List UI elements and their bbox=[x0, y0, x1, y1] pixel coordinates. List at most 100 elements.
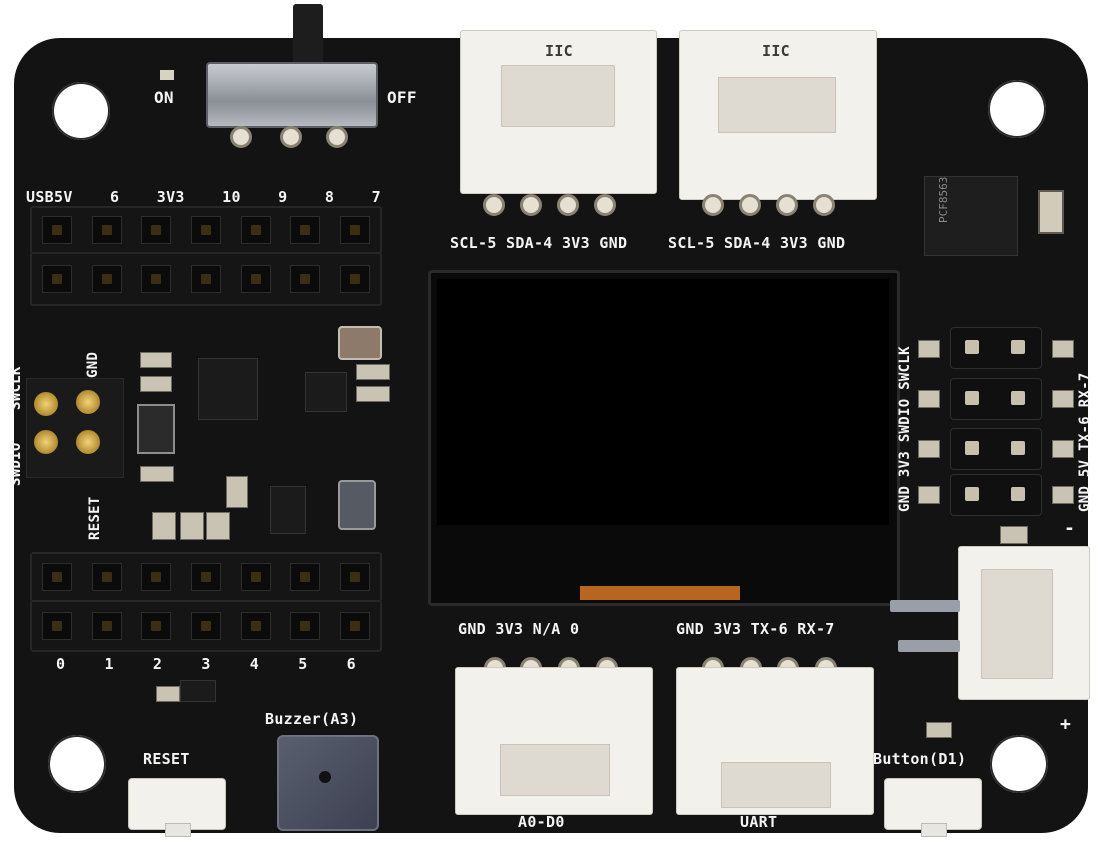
header-label-3v3: 3V3 bbox=[156, 188, 185, 206]
jumper-pin bbox=[1011, 340, 1025, 354]
jumper-pin bbox=[965, 487, 979, 501]
power-switch-lever[interactable] bbox=[293, 4, 323, 66]
jumper-labels-col2: GND 5V TX-6 RX-7 bbox=[1077, 372, 1093, 512]
header-pin[interactable] bbox=[91, 563, 122, 591]
header-pin[interactable] bbox=[190, 563, 221, 591]
header-pin[interactable] bbox=[41, 265, 72, 293]
header-pin[interactable] bbox=[91, 612, 122, 640]
smd-component bbox=[152, 512, 176, 540]
header-pin[interactable] bbox=[141, 563, 172, 591]
sensor-chip bbox=[305, 372, 347, 412]
pogo-pin bbox=[34, 430, 58, 454]
header-pin[interactable] bbox=[240, 265, 271, 293]
jumper-pin bbox=[1011, 441, 1025, 455]
jumper-5v-3v3[interactable] bbox=[950, 428, 1042, 470]
mounting-hole-bottom-right bbox=[990, 735, 1048, 793]
smd-component bbox=[356, 386, 390, 402]
header-pin[interactable] bbox=[340, 612, 371, 640]
header-pin[interactable] bbox=[141, 612, 172, 640]
reset-button-label: RESET bbox=[143, 750, 190, 768]
header-pin[interactable] bbox=[340, 216, 371, 244]
reset-button[interactable] bbox=[128, 778, 226, 837]
header-label-3: 3 bbox=[201, 655, 211, 673]
pogo-pin bbox=[76, 390, 100, 414]
header-pin[interactable] bbox=[240, 563, 271, 591]
pogo-pin bbox=[34, 392, 58, 416]
bottom-header-labels: 0 1 2 3 4 5 6 bbox=[56, 657, 356, 672]
header-pin[interactable] bbox=[190, 612, 221, 640]
header-pin[interactable] bbox=[91, 265, 122, 293]
header-pin[interactable] bbox=[41, 216, 72, 244]
rtc-crystal bbox=[1038, 190, 1064, 234]
smd-component bbox=[156, 686, 180, 702]
pin-pad bbox=[918, 440, 940, 458]
header-pin[interactable] bbox=[290, 612, 321, 640]
smd-component bbox=[926, 722, 952, 738]
jumper-gnd-gnd[interactable] bbox=[950, 474, 1042, 516]
iic-connector-right[interactable] bbox=[679, 30, 877, 200]
header-pin[interactable] bbox=[290, 265, 321, 293]
jumper-pin bbox=[1011, 487, 1025, 501]
header-label-6: 6 bbox=[110, 188, 120, 206]
uart-title: UART bbox=[740, 813, 778, 831]
header-pin[interactable] bbox=[141, 216, 172, 244]
iic-pad bbox=[594, 194, 616, 216]
header-pin[interactable] bbox=[240, 216, 271, 244]
pin-pad bbox=[1052, 340, 1074, 358]
top-female-header-row1[interactable] bbox=[30, 206, 382, 254]
iic-right-pin-labels: SCL-5 SDA-4 3V3 GND bbox=[668, 234, 846, 252]
user-button-cap[interactable] bbox=[921, 823, 947, 837]
battery-connector[interactable] bbox=[958, 546, 1090, 700]
pin-pad bbox=[918, 340, 940, 358]
smd-component bbox=[140, 376, 172, 392]
header-pin[interactable] bbox=[290, 216, 321, 244]
jumper-tx6-swdio[interactable] bbox=[950, 378, 1042, 420]
connector-slot bbox=[981, 569, 1053, 679]
jumper-pin bbox=[1011, 391, 1025, 405]
swd-swclk-label: SWCLK bbox=[8, 366, 24, 410]
header-pin[interactable] bbox=[91, 216, 122, 244]
a0-d0-title: A0-D0 bbox=[518, 813, 565, 831]
uart-connector-pin-labels: GND 3V3 TX-6 RX-7 bbox=[676, 620, 835, 638]
battery-pin bbox=[890, 600, 960, 612]
header-pin[interactable] bbox=[141, 265, 172, 293]
mounting-hole-top-left bbox=[52, 82, 110, 140]
header-pin[interactable] bbox=[190, 265, 221, 293]
user-button[interactable] bbox=[884, 778, 982, 837]
top-female-header-row2[interactable] bbox=[30, 252, 382, 306]
jumper-rx7-swclk[interactable] bbox=[950, 327, 1042, 369]
smd-component bbox=[206, 512, 230, 540]
header-pin[interactable] bbox=[340, 563, 371, 591]
header-label-6b: 6 bbox=[346, 655, 356, 673]
header-pin[interactable] bbox=[290, 563, 321, 591]
iic-connector-left[interactable] bbox=[460, 30, 657, 194]
iic-pad bbox=[813, 194, 835, 216]
iic-pad bbox=[520, 194, 542, 216]
pogo-pin bbox=[76, 430, 100, 454]
a0-d0-connector[interactable] bbox=[455, 667, 653, 815]
uart-connector[interactable] bbox=[676, 667, 874, 815]
power-switch[interactable] bbox=[206, 62, 378, 128]
smd-component bbox=[226, 476, 248, 508]
iic-right-title: IIC bbox=[762, 42, 790, 60]
jumper-pin bbox=[965, 340, 979, 354]
a0-connector-pin-labels: GND 3V3 N/A 0 bbox=[458, 620, 580, 638]
switch-pin bbox=[326, 126, 348, 148]
bottom-female-header-row2[interactable] bbox=[30, 600, 382, 652]
header-pin[interactable] bbox=[41, 563, 72, 591]
pin-pad bbox=[1052, 390, 1074, 408]
mounting-hole-top-right bbox=[988, 80, 1046, 138]
header-pin[interactable] bbox=[190, 216, 221, 244]
swd-swdio-label: SWDIO bbox=[8, 442, 24, 486]
header-label-7: 7 bbox=[371, 188, 381, 206]
reset-button-cap[interactable] bbox=[165, 823, 191, 837]
header-pin[interactable] bbox=[240, 612, 271, 640]
bottom-female-header-row1[interactable] bbox=[30, 552, 382, 602]
header-label-0: 0 bbox=[56, 655, 66, 673]
iic-pad bbox=[702, 194, 724, 216]
header-pin[interactable] bbox=[41, 612, 72, 640]
iic-pad bbox=[739, 194, 761, 216]
header-pin[interactable] bbox=[340, 265, 371, 293]
iic-pad bbox=[483, 194, 505, 216]
buzzer-label: Buzzer(A3) bbox=[265, 710, 359, 728]
